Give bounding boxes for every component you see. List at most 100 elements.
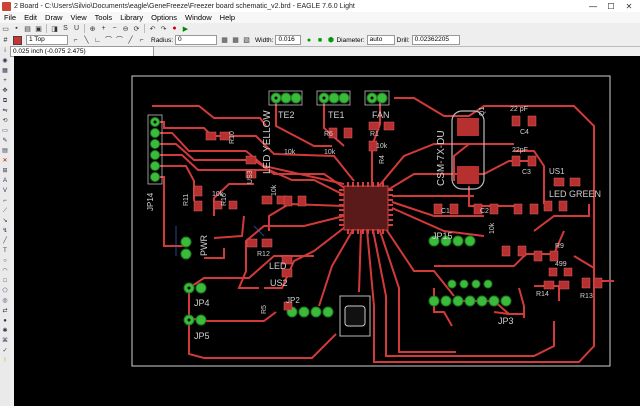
mark-icon[interactable]: + (3, 78, 7, 84)
wire-bend-icon-6[interactable]: ╱ (128, 37, 133, 44)
label-led: LED (269, 261, 287, 271)
print-icon[interactable]: ▤ (24, 25, 31, 33)
via-icon[interactable]: ◎ (2, 298, 8, 304)
ratsnest-icon[interactable]: ✱ (2, 328, 8, 334)
errors-icon[interactable]: ! (4, 358, 6, 364)
board-canvas[interactable]: TE2 TE1 FAN R6 10k 10k R1 10k R4 LED YEL… (14, 56, 640, 406)
open-icon[interactable]: ▭ (2, 25, 9, 33)
hole-icon[interactable]: ● (3, 318, 7, 324)
menu-tools[interactable]: Tools (94, 13, 113, 22)
name-icon[interactable]: A (2, 178, 7, 184)
arc-icon[interactable]: ◠ (2, 268, 8, 274)
wire-bend-icon-3[interactable]: ∟ (94, 36, 101, 44)
redraw-icon[interactable]: ⟳ (133, 25, 140, 33)
signal-icon[interactable]: ⇄ (2, 308, 8, 314)
command-toolbar: i ◉ ▦ + ✥ ⧉ ⇋ ⟲ ▭ ✎ ▤ ✕ ⊞ A V ⌐ ⟋ ↘ ↯ ╱ … (0, 46, 10, 406)
wire-bend-icon-4[interactable]: ⌒ (105, 37, 112, 44)
wire-icon[interactable]: ╱ (3, 238, 7, 244)
label-te2: TE2 (278, 110, 295, 120)
menu-window[interactable]: Window (184, 13, 212, 22)
save-icon[interactable]: ▪ (15, 25, 18, 32)
hatch-icon-3[interactable]: ▧ (243, 37, 250, 44)
layer-select[interactable]: 1 Top (26, 35, 68, 45)
label-r11: R11 (183, 194, 190, 206)
label-r16: R16 (221, 193, 228, 206)
label-r10: R10 (229, 131, 236, 144)
text-icon[interactable]: T (3, 248, 7, 254)
drill-input[interactable]: 0.02362205 (411, 35, 460, 45)
close-button[interactable]: ✕ (620, 0, 638, 12)
display-icon[interactable]: ▦ (2, 68, 8, 74)
zoom-out-icon[interactable]: − (112, 25, 117, 32)
show-icon[interactable]: ◉ (2, 58, 8, 64)
paste-icon[interactable]: ▤ (2, 148, 8, 154)
rotate-icon[interactable]: ⟲ (2, 118, 8, 124)
via-shape-round-icon[interactable]: ● (306, 36, 312, 44)
menu-draw[interactable]: Draw (45, 13, 63, 22)
route-icon[interactable]: ↘ (2, 218, 8, 224)
menu-file[interactable]: File (4, 13, 17, 22)
via-shape-octagon-icon[interactable]: ⬢ (327, 37, 335, 44)
label-led-yellow: LED YELLOW (262, 110, 273, 174)
drc-icon[interactable]: ✓ (2, 348, 8, 354)
menu-edit[interactable]: Edit (24, 13, 38, 22)
board-outline (131, 75, 611, 367)
wire-bend-icon-7[interactable]: ⌐ (139, 36, 144, 44)
stop-icon[interactable]: ● (172, 25, 177, 32)
label-r1: R1 (370, 131, 379, 138)
go-icon[interactable]: ▶ (182, 25, 189, 33)
wire-bend-icon-2[interactable]: ╲ (84, 37, 89, 44)
grid-icon[interactable]: # (3, 36, 8, 44)
autorouter-icon[interactable]: ⌘ (2, 338, 8, 344)
label-r4: R4 (379, 155, 386, 164)
script-icon[interactable]: S (63, 25, 68, 32)
split-icon[interactable]: ⌐ (3, 198, 7, 204)
group-icon[interactable]: ▭ (2, 128, 8, 134)
value-icon[interactable]: V (2, 188, 7, 194)
zoom-select-icon[interactable]: ⊖ (122, 25, 129, 33)
radius-input[interactable]: 0 (175, 35, 218, 45)
schematic-icon[interactable]: ◨ (51, 25, 58, 33)
label-r13: R13 (580, 293, 593, 300)
redo-icon[interactable]: ↷ (160, 25, 167, 33)
move-icon[interactable]: ✥ (2, 88, 8, 94)
maximize-button[interactable]: ☐ (607, 1, 615, 11)
zoom-in-icon[interactable]: + (101, 25, 106, 32)
run-ulp-icon[interactable]: U (73, 25, 80, 32)
zoom-fit-icon[interactable]: ⊕ (89, 25, 96, 33)
menu-bar: File Edit Draw View Tools Library Option… (0, 12, 640, 23)
undo-icon[interactable]: ↶ (149, 25, 156, 33)
polygon-icon[interactable]: ⬠ (2, 288, 8, 294)
menu-view[interactable]: View (70, 13, 87, 22)
hatch-icon[interactable]: ▦ (221, 37, 228, 44)
window-title: 2 Board - C:\Users\Silvio\Documents\eagl… (14, 2, 355, 10)
rect-icon[interactable]: □ (3, 278, 7, 284)
minimize-button[interactable]: — (589, 1, 597, 11)
circle-icon[interactable]: ○ (3, 258, 7, 264)
copy-icon[interactable]: ⧉ (2, 98, 8, 104)
label-c4: C4 (520, 129, 529, 136)
label-fan: FAN (372, 110, 390, 120)
cam-icon[interactable]: ▣ (35, 25, 42, 33)
ripup-icon[interactable]: ↯ (2, 228, 8, 234)
menu-help[interactable]: Help (219, 13, 236, 22)
diameter-input[interactable]: auto (366, 35, 395, 45)
delete-icon[interactable]: ✕ (2, 158, 8, 164)
optimize-icon[interactable]: ⟋ (2, 208, 8, 214)
label-10k-b: 10k (271, 184, 278, 196)
radius-label: Radius: (151, 36, 174, 44)
change-icon[interactable]: ✎ (2, 138, 8, 144)
mirror-icon[interactable]: ⇋ (2, 108, 8, 114)
label-q1: Q1 (479, 107, 486, 116)
hatch-icon-2[interactable]: ▦ (232, 37, 239, 44)
wire-bend-icon-1[interactable]: ⌐ (73, 36, 78, 44)
menu-library[interactable]: Library (120, 13, 144, 22)
menu-options[interactable]: Options (151, 13, 177, 22)
width-input[interactable]: 0.016 (275, 35, 302, 45)
info-icon[interactable]: i (4, 48, 6, 54)
via-shape-square-icon[interactable]: ■ (317, 36, 323, 44)
width-label: Width: (255, 36, 274, 44)
label-c4-value: 22 pF (510, 106, 528, 113)
add-icon[interactable]: ⊞ (2, 168, 8, 174)
wire-bend-icon-5[interactable]: ⌒ (116, 37, 123, 44)
